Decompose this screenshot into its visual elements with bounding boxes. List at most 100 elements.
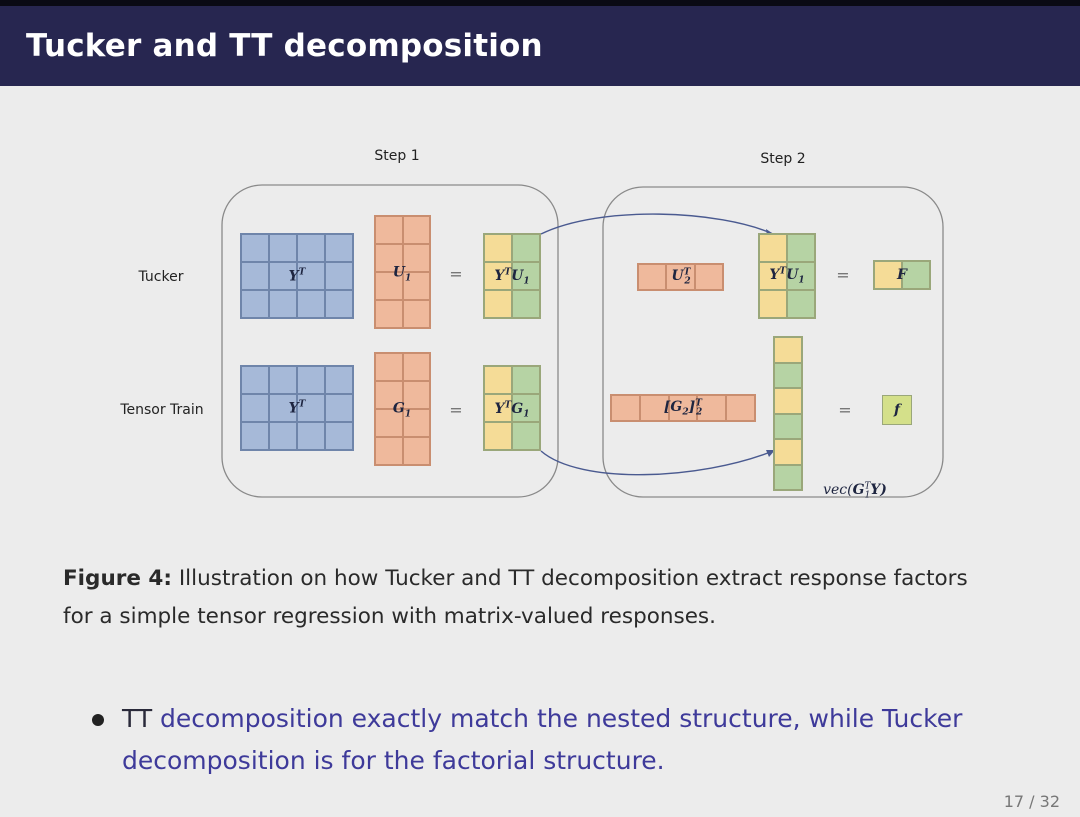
row-label-tucker: Tucker xyxy=(138,269,184,285)
grid-cell xyxy=(512,262,540,290)
grid-cell xyxy=(512,290,540,318)
grid-cell xyxy=(269,262,297,290)
figure-caption: Figure 4: Illustration on how Tucker and… xyxy=(63,560,993,636)
grid-cell xyxy=(241,366,269,394)
grid-cell xyxy=(874,261,902,289)
grid-cell xyxy=(375,300,403,328)
grid-cell xyxy=(484,422,512,450)
grid-cell xyxy=(297,422,325,450)
step2-box xyxy=(602,186,944,498)
label-u1: U1 xyxy=(392,264,412,284)
bullet-icon xyxy=(92,714,104,726)
grid-cell xyxy=(297,234,325,262)
grid-cell xyxy=(759,262,787,290)
row-label-tensor-train: Tensor Train xyxy=(120,402,204,418)
label-F: F xyxy=(897,267,907,283)
matrix-u2t xyxy=(637,263,724,291)
grid-cell xyxy=(787,290,815,318)
grid-cell xyxy=(269,422,297,450)
grid-cell xyxy=(375,353,403,381)
grid-cell xyxy=(325,366,353,394)
grid-cell xyxy=(694,264,723,290)
label-yt-tucker: YT xyxy=(288,267,306,285)
grid-cell xyxy=(375,409,403,437)
matrix-F xyxy=(873,260,931,290)
label-ytu1-step1: YTU1 xyxy=(494,267,530,287)
grid-cell xyxy=(297,290,325,318)
grid-cell xyxy=(297,366,325,394)
grid-cell xyxy=(375,437,403,465)
grid-cell xyxy=(512,394,540,422)
grid-cell xyxy=(512,234,540,262)
grid-cell xyxy=(402,437,430,465)
slide-header: Tucker and TT decomposition xyxy=(0,6,1080,86)
grid-cell xyxy=(512,422,540,450)
equals-sign: = xyxy=(836,265,850,285)
label-yt-tt: YT xyxy=(288,399,306,417)
grid-cell xyxy=(325,234,353,262)
grid-cell xyxy=(241,262,269,290)
step1-box xyxy=(221,184,559,498)
grid-cell xyxy=(484,234,512,262)
grid-cell xyxy=(902,261,930,289)
equals-sign: = xyxy=(449,400,463,420)
grid-cell xyxy=(774,439,802,465)
caption-text: Illustration on how Tucker and TT decomp… xyxy=(63,566,968,629)
grid-cell xyxy=(269,290,297,318)
matrix-g1 xyxy=(374,352,431,466)
matrix-yt-tt xyxy=(240,365,354,451)
grid-cell xyxy=(484,394,512,422)
grid-cell xyxy=(787,262,815,290)
grid-cell xyxy=(297,262,325,290)
grid-cell xyxy=(611,395,640,421)
grid-cell xyxy=(726,395,755,421)
grid-cell xyxy=(484,366,512,394)
grid-cell xyxy=(774,388,802,414)
grid-cell xyxy=(787,234,815,262)
grid-cell xyxy=(241,422,269,450)
grid-cell xyxy=(697,395,727,421)
grid-cell xyxy=(269,394,297,422)
grid-cell xyxy=(297,394,325,422)
page-number: 17 / 32 xyxy=(1003,792,1060,811)
matrix-u1 xyxy=(374,215,431,329)
grid-cell xyxy=(759,234,787,262)
grid-cell xyxy=(402,216,430,244)
step2-label: Step 2 xyxy=(760,151,806,167)
matrix-g2-unfolded xyxy=(610,394,756,422)
grid-cell xyxy=(402,300,430,328)
vector-vec-g1ty xyxy=(773,336,803,491)
top-band xyxy=(0,0,1080,6)
matrix-ytu1-step2 xyxy=(758,233,816,319)
grid-cell xyxy=(512,366,540,394)
label-u2t: UT2 xyxy=(671,267,691,287)
equals-sign: = xyxy=(838,400,852,420)
grid-cell xyxy=(774,362,802,388)
vector-f xyxy=(882,395,912,425)
grid-cell xyxy=(402,272,430,300)
grid-cell xyxy=(402,409,430,437)
slide-title: Tucker and TT decomposition xyxy=(26,28,543,64)
tucker-arrow xyxy=(540,213,774,235)
grid-cell xyxy=(759,290,787,318)
grid-cell xyxy=(484,262,512,290)
grid-cell xyxy=(402,244,430,272)
label-ytg1: YTG1 xyxy=(494,400,530,420)
caption-label: Figure 4: xyxy=(63,566,172,591)
grid-cell xyxy=(774,464,802,490)
grid-cell xyxy=(269,366,297,394)
grid-cell xyxy=(325,422,353,450)
grid-cell xyxy=(375,272,403,300)
equals-sign: = xyxy=(449,264,463,284)
grid-cell xyxy=(639,395,669,421)
label-g2-unfolded: [G2]T2 xyxy=(663,398,703,418)
grid-cell xyxy=(668,395,698,421)
tt-arrowhead xyxy=(766,450,775,457)
matrix-yt-tucker xyxy=(240,233,354,319)
grid-cell xyxy=(774,337,802,363)
grid-cell xyxy=(638,264,667,290)
grid-cell xyxy=(325,394,353,422)
grid-cell xyxy=(375,381,403,409)
matrix-ytu1-step1 xyxy=(483,233,541,319)
grid-cell xyxy=(325,262,353,290)
